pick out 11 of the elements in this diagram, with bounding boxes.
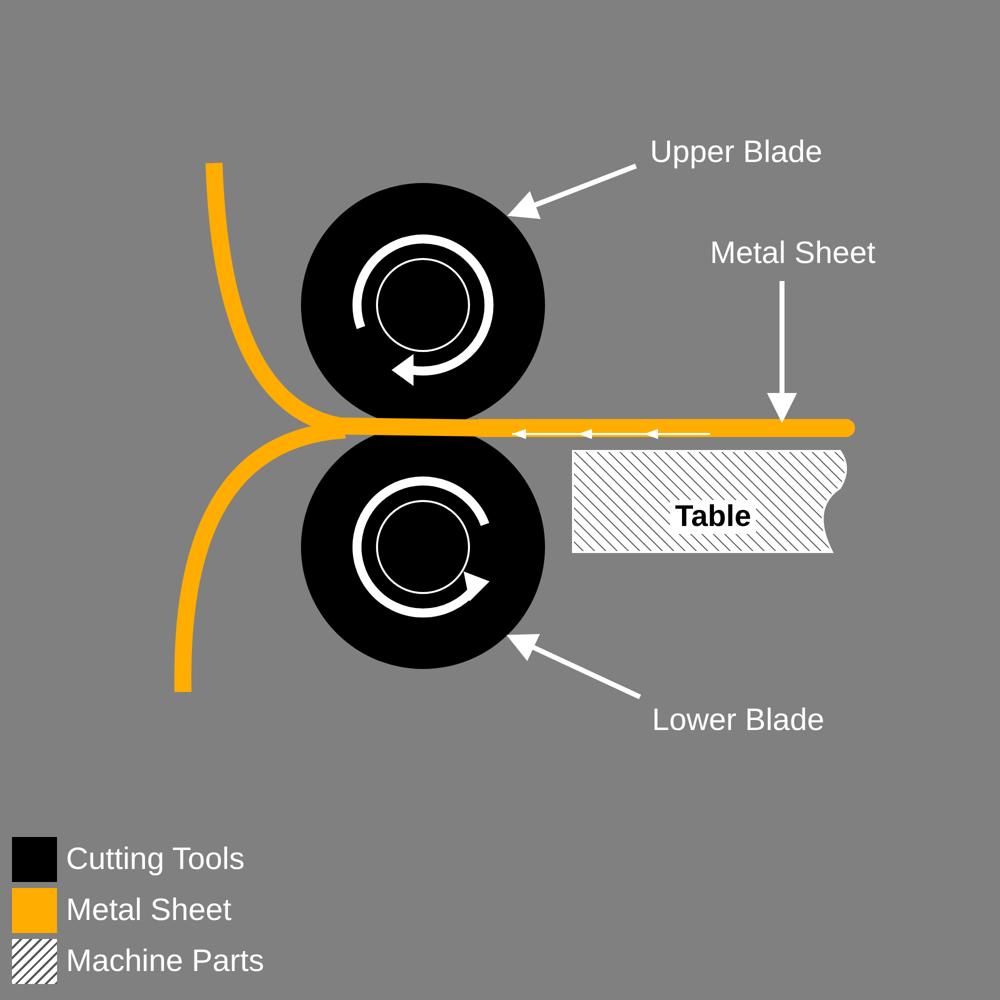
- arrow: [507, 164, 637, 219]
- part-label: Metal Sheet: [710, 237, 876, 268]
- part-label: Lower Blade: [652, 704, 824, 735]
- arrow: [506, 634, 642, 700]
- metal-sheet: [478, 419, 855, 437]
- legend-label: Metal Sheet: [66, 894, 232, 925]
- legend-label: Cutting Tools: [66, 843, 245, 874]
- arrow: [767, 281, 797, 423]
- part-label: Table: [670, 500, 756, 534]
- part-label: Upper Blade: [650, 136, 822, 167]
- legend-label: Machine Parts: [66, 945, 264, 976]
